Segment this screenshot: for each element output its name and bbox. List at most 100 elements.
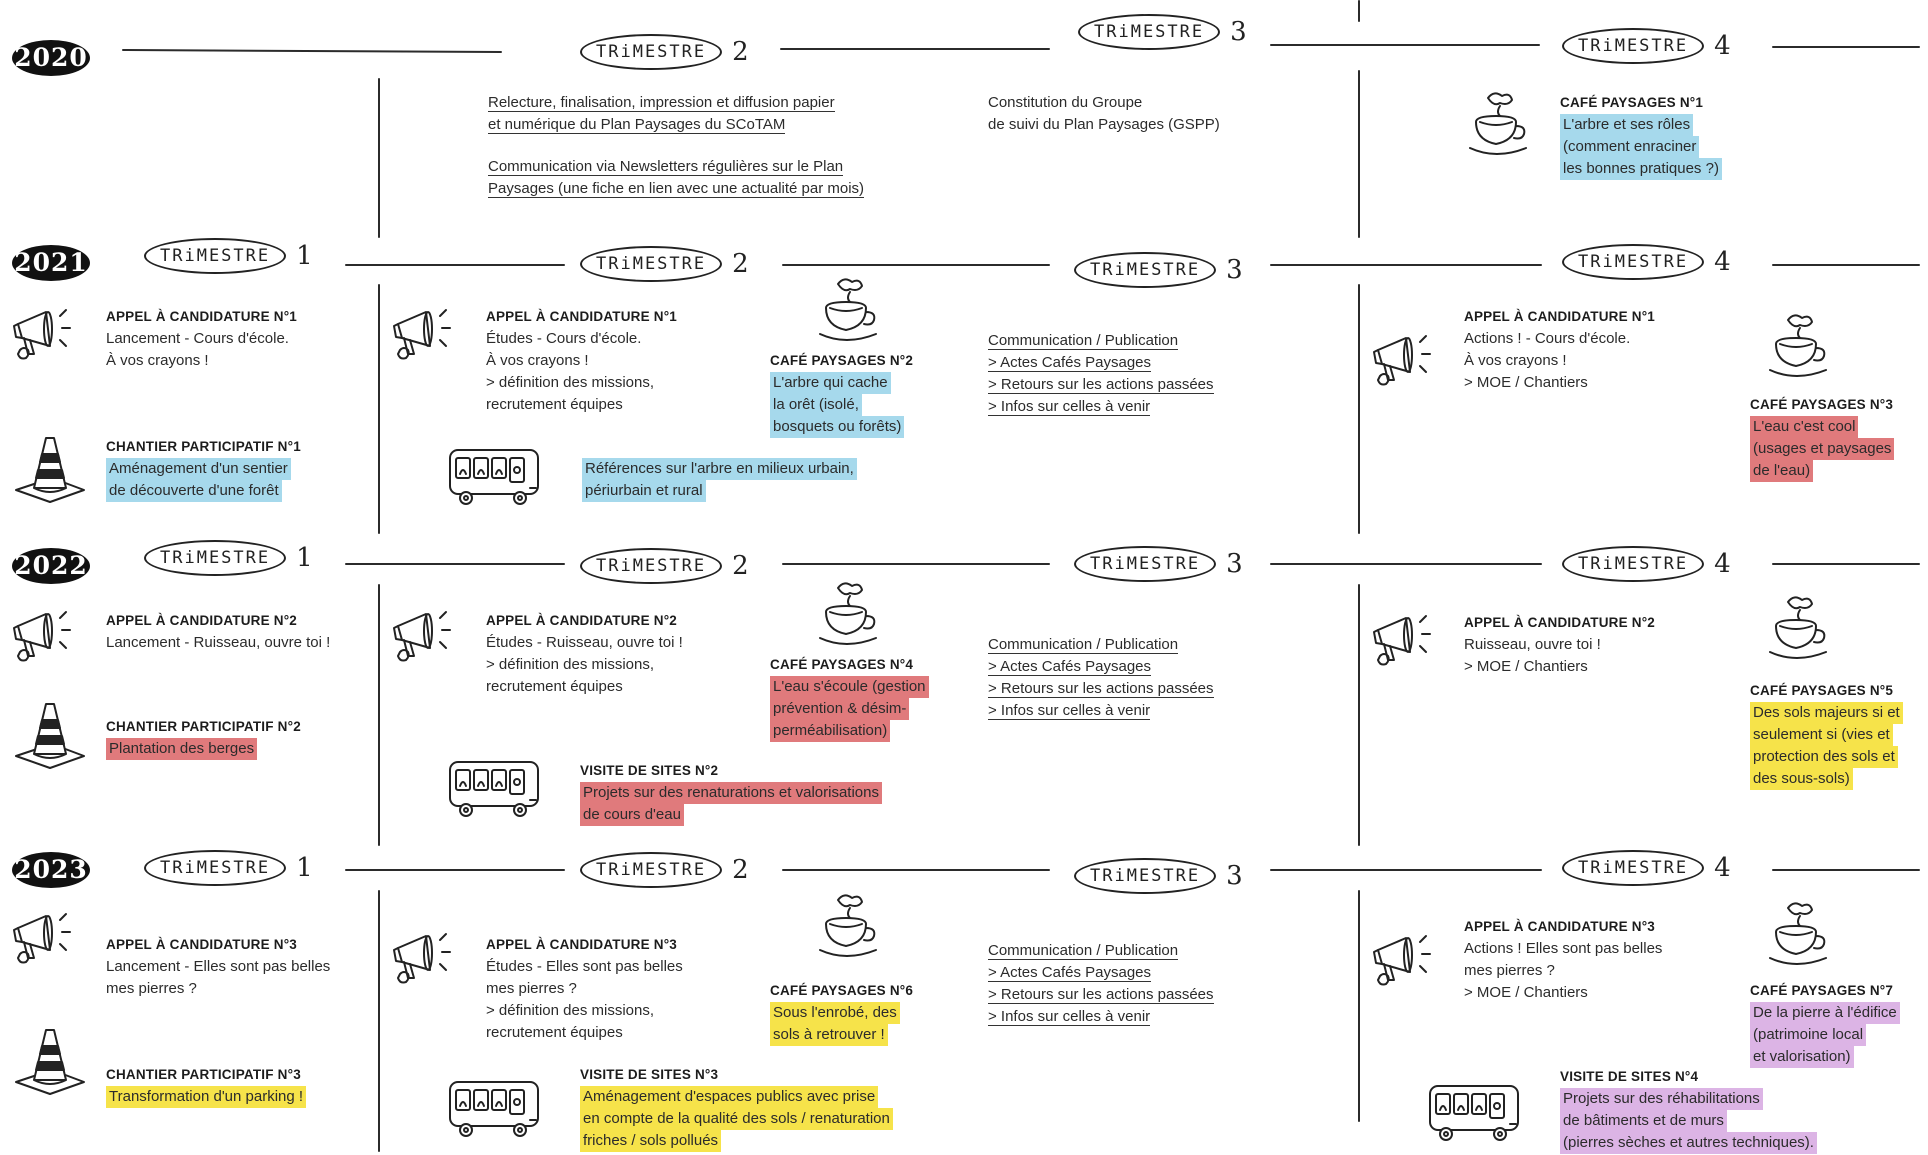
bus-icon [1424, 1080, 1524, 1144]
text-line: Aménagement d'un sentier [106, 458, 291, 480]
text-line: L'eau c'est cool [1750, 416, 1859, 438]
text-line: Constitution du Groupe [988, 94, 1143, 111]
column-divider [378, 78, 380, 238]
megaphone-icon [388, 300, 458, 366]
text-line: mes pierres ? [486, 980, 577, 997]
chantier-title: CHANTIER PARTICIPATIF N°3 [106, 1067, 301, 1082]
column-divider [378, 284, 380, 534]
appel-title: APPEL À CANDIDATURE N°2 [106, 613, 298, 628]
trimestre-number: 2 [732, 249, 749, 279]
text-line: périurbain et rural [582, 480, 706, 502]
trimestre-2020-q2: TRiMESTRE 2 [580, 34, 749, 70]
visite-title: VISITE DE SITES N°2 [580, 763, 719, 778]
2021-q2-visite: Références sur l'arbre en milieux urbain… [582, 458, 857, 502]
text-line: prévention & désim- [770, 698, 910, 720]
text-line: de découverte d'une forêt [106, 480, 282, 502]
text-line: en compte de la qualité des sols / renat… [580, 1108, 893, 1130]
chantier-title: CHANTIER PARTICIPATIF N°2 [106, 719, 301, 734]
2020-q3-text: Constitution du Groupe de suivi du Plan … [988, 92, 1220, 136]
trimestre-oval: TRiMESTRE [1074, 252, 1217, 288]
trimestre-2020-q4: TRiMESTRE 4 [1562, 28, 1731, 64]
trimestre-number: 3 [1226, 255, 1243, 285]
text-line: À vos crayons ! [1464, 352, 1567, 369]
2023-q4-cafe: CAFÉ PAYSAGES N°7 De la pierre à l'édifi… [1750, 980, 1900, 1068]
text-line: Plantation des berges [106, 738, 258, 760]
trimestre-number: 4 [1714, 31, 1731, 61]
text-line: Sous l'enrobé, des [770, 1002, 900, 1024]
text-line: > Actes Cafés Paysages [988, 354, 1152, 372]
timeline-line [1270, 264, 1542, 266]
text-line: L'arbre qui cache [770, 372, 891, 394]
trimestre-oval: TRiMESTRE [1562, 28, 1705, 64]
text-line: Actions ! - Cours d'école. [1464, 330, 1631, 347]
text-line: Lancement - Elles sont pas belles [106, 958, 331, 975]
2023-q2-appel: APPEL À CANDIDATURE N°3 Études - Elles s… [486, 934, 683, 1044]
cafe-title: CAFÉ PAYSAGES N°5 [1750, 683, 1894, 698]
trimestre-number: 2 [732, 37, 749, 67]
cafe-title: CAFÉ PAYSAGES N°1 [1560, 95, 1704, 110]
timeline-line [121, 49, 503, 53]
text-line: seulement si (vies et [1750, 724, 1893, 746]
text-line: Transformation d'un parking ! [106, 1086, 307, 1108]
text-line: Aménagement d'espaces publics avec prise [580, 1086, 879, 1108]
text-line: Lancement - Cours d'école. [106, 330, 289, 347]
trimestre-number: 2 [732, 551, 749, 581]
appel-title: APPEL À CANDIDATURE N°2 [486, 613, 678, 628]
trimestre-number: 2 [732, 855, 749, 885]
trimestre-number: 4 [1714, 853, 1731, 883]
megaphone-icon [1368, 926, 1438, 992]
timeline-line [345, 563, 565, 565]
coffee-cup-icon [816, 888, 880, 964]
year-badge-2022: 2022 [12, 548, 90, 584]
2023-q2-visite: VISITE DE SITES N°3 Aménagement d'espace… [580, 1064, 893, 1152]
trimestre-number: 4 [1714, 549, 1731, 579]
column-divider [378, 890, 380, 1152]
chantier-title: CHANTIER PARTICIPATIF N°1 [106, 439, 301, 454]
cafe-title: CAFÉ PAYSAGES N°4 [770, 657, 914, 672]
text-line: recrutement équipes [486, 1024, 623, 1041]
2020-q2-text: Relecture, finalisation, impression et d… [488, 92, 835, 136]
text-line: > Infos sur celles à venir [988, 398, 1151, 416]
trimestre-oval: TRiMESTRE [580, 34, 723, 70]
column-divider [378, 584, 380, 846]
text-line: L'eau s'écoule (gestion [770, 676, 929, 698]
text-line: Des sols majeurs si et [1750, 702, 1903, 724]
megaphone-icon [1368, 606, 1438, 672]
text-line: des sous-sols) [1750, 768, 1853, 790]
2023-q2-cafe: CAFÉ PAYSAGES N°6 Sous l'enrobé, des sol… [770, 980, 913, 1046]
appel-title: APPEL À CANDIDATURE N°1 [1464, 309, 1656, 324]
text-line: de l'eau) [1750, 460, 1814, 482]
text-line: (patrimoine local [1750, 1024, 1867, 1046]
traffic-cone-icon [12, 1024, 88, 1098]
trimestre-oval: TRiMESTRE [1562, 850, 1705, 886]
appel-title: APPEL À CANDIDATURE N°2 [1464, 615, 1656, 630]
cafe-title: CAFÉ PAYSAGES N°7 [1750, 983, 1894, 998]
text-line: Paysages (une fiche en lien avec une act… [488, 180, 865, 198]
coffee-cup-icon [1766, 896, 1830, 972]
text-line: de suivi du Plan Paysages (GSPP) [988, 116, 1220, 133]
text-line: (usages et paysages [1750, 438, 1895, 460]
2021-q4-appel: APPEL À CANDIDATURE N°1 Actions ! - Cour… [1464, 306, 1655, 394]
trimestre-oval: TRiMESTRE [144, 238, 287, 274]
text-line: de bâtiments et de murs [1560, 1110, 1727, 1132]
bus-icon [444, 756, 544, 820]
text-line: recrutement équipes [486, 678, 623, 695]
megaphone-icon [8, 904, 78, 970]
text-line: Études - Elles sont pas belles [486, 958, 683, 975]
text-line: > définition des missions, [486, 374, 655, 391]
text-line: Communication via Newsletters régulières… [488, 158, 844, 176]
2022-q4-cafe: CAFÉ PAYSAGES N°5 Des sols majeurs si et… [1750, 680, 1903, 790]
text-line: Communication / Publication [988, 636, 1179, 654]
2021-q1-appel: APPEL À CANDIDATURE N°1 Lancement - Cour… [106, 306, 297, 372]
2022-q1-chantier: CHANTIER PARTICIPATIF N°2 Plantation des… [106, 716, 301, 760]
appel-title: APPEL À CANDIDATURE N°1 [486, 309, 678, 324]
trimestre-number: 3 [1230, 17, 1247, 47]
traffic-cone-icon [12, 432, 88, 506]
trimestre-oval: TRiMESTRE [1074, 858, 1217, 894]
2021-q1-chantier: CHANTIER PARTICIPATIF N°1 Aménagement d'… [106, 436, 301, 502]
